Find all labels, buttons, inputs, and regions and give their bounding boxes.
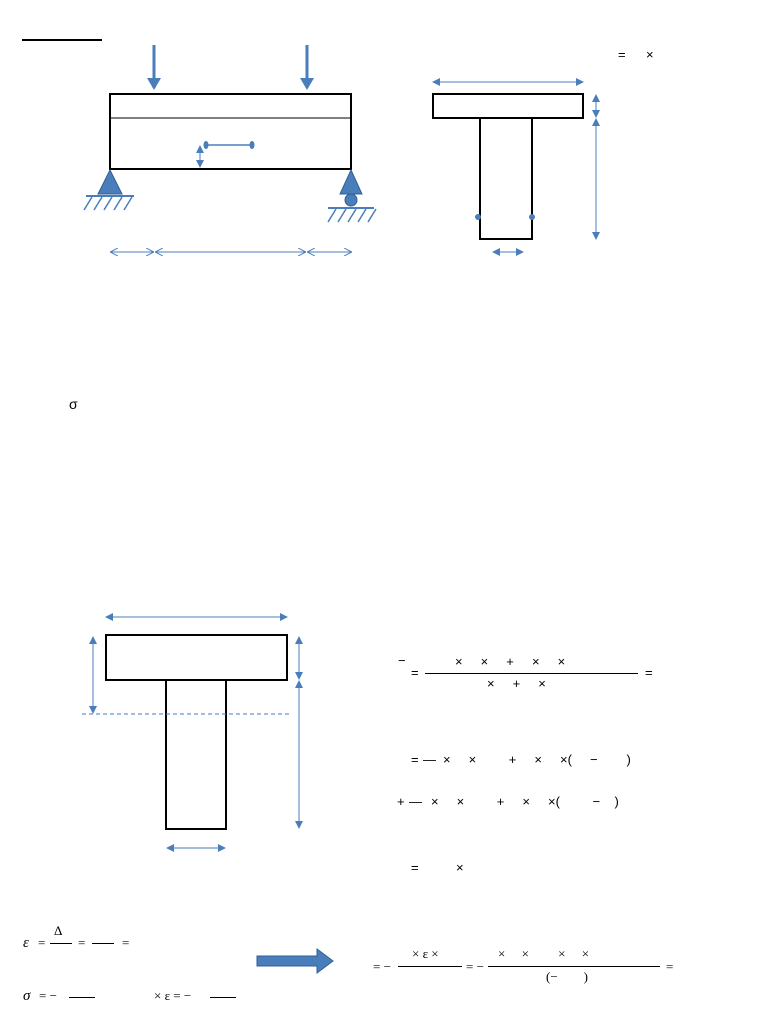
- stress-part2: × ε = −: [154, 988, 192, 1003]
- centroid-fraction-bar: [425, 673, 638, 674]
- stress-sigma: σ: [23, 988, 31, 1004]
- stress-equation: σ = − × ε = −: [20, 985, 260, 1009]
- beam-body: [109, 93, 352, 170]
- ground-hatch-left: [83, 196, 133, 211]
- pin-support-left: [97, 168, 123, 195]
- section-gauge-right: [529, 214, 535, 220]
- stress-fraction-bar-2: [210, 997, 236, 998]
- inertia-line3-eq: =: [411, 860, 419, 875]
- inertia-equation: = — × × + × ×( − ) + — × × + × ×( − ) = …: [395, 745, 735, 885]
- strain-eq3: =: [122, 935, 130, 950]
- strain-epsilon: ε: [23, 935, 29, 951]
- ground-hatch-right: [327, 208, 377, 223]
- t-section-svg: [82, 613, 303, 852]
- roller-support-right: [339, 168, 363, 195]
- result-num1: × ε ×: [412, 946, 439, 961]
- centroid-eq2: =: [645, 665, 653, 680]
- inertia-line1-frac: —: [423, 752, 436, 767]
- strain-equation: ε = Δ = =: [20, 920, 160, 960]
- strain-gauge-end-right: [249, 141, 255, 149]
- strain-fraction-bar-2: [92, 943, 114, 944]
- top-formula-eq: =: [618, 47, 626, 62]
- result-fraction-bar-1: [398, 966, 462, 967]
- sigma-label: σ: [69, 396, 78, 412]
- section-web: [479, 117, 533, 240]
- inertia-line2-plus: +: [397, 794, 405, 809]
- t-flange: [105, 634, 288, 681]
- inertia-line1-body: × × + × ×( − ): [443, 752, 631, 767]
- centroid-eq: =: [411, 665, 419, 680]
- strain-fraction-bar-1: [50, 943, 72, 944]
- big-arrow-icon: [256, 948, 334, 974]
- centroid-bar-symbol: −: [398, 653, 406, 668]
- strain-eq2: =: [78, 935, 86, 950]
- stress-fraction-bar-1: [69, 997, 95, 998]
- strain-eq1: =: [38, 935, 46, 950]
- t-web: [165, 679, 227, 830]
- figure-beam: = ×: [0, 0, 768, 300]
- centroid-denominator: × + ×: [487, 676, 546, 691]
- beam-diagram-svg: [22, 39, 600, 256]
- inertia-line2-frac: —: [409, 794, 422, 809]
- result-equation: = − × ε × = − × × × × (− ) =: [370, 945, 690, 995]
- strain-gauge-end-left: [203, 141, 209, 149]
- implication-arrow: [256, 948, 334, 974]
- section-flange: [432, 93, 584, 119]
- inertia-line2-body: × × + × ×( − ): [431, 794, 619, 809]
- result-den2: (− ): [546, 969, 588, 984]
- inertia-line1-eq: =: [411, 752, 419, 767]
- centroid-equation: − = × × + × × × + × =: [395, 650, 695, 700]
- result-num2: × × × ×: [498, 946, 590, 961]
- inertia-line3-times: ×: [456, 860, 464, 875]
- strain-delta: Δ: [54, 923, 63, 938]
- result-fraction-bar-2: [488, 966, 660, 967]
- result-tail: =: [666, 959, 674, 974]
- figure-t-section: [0, 600, 320, 860]
- result-eq: = −: [466, 959, 484, 974]
- section-gauge-left: [475, 214, 481, 220]
- centroid-numerator: × × + × ×: [455, 654, 566, 669]
- roller-wheel: [344, 193, 358, 207]
- result-lead: = −: [373, 959, 391, 974]
- top-formula-times: ×: [646, 47, 654, 62]
- stress-part1: = −: [39, 988, 57, 1003]
